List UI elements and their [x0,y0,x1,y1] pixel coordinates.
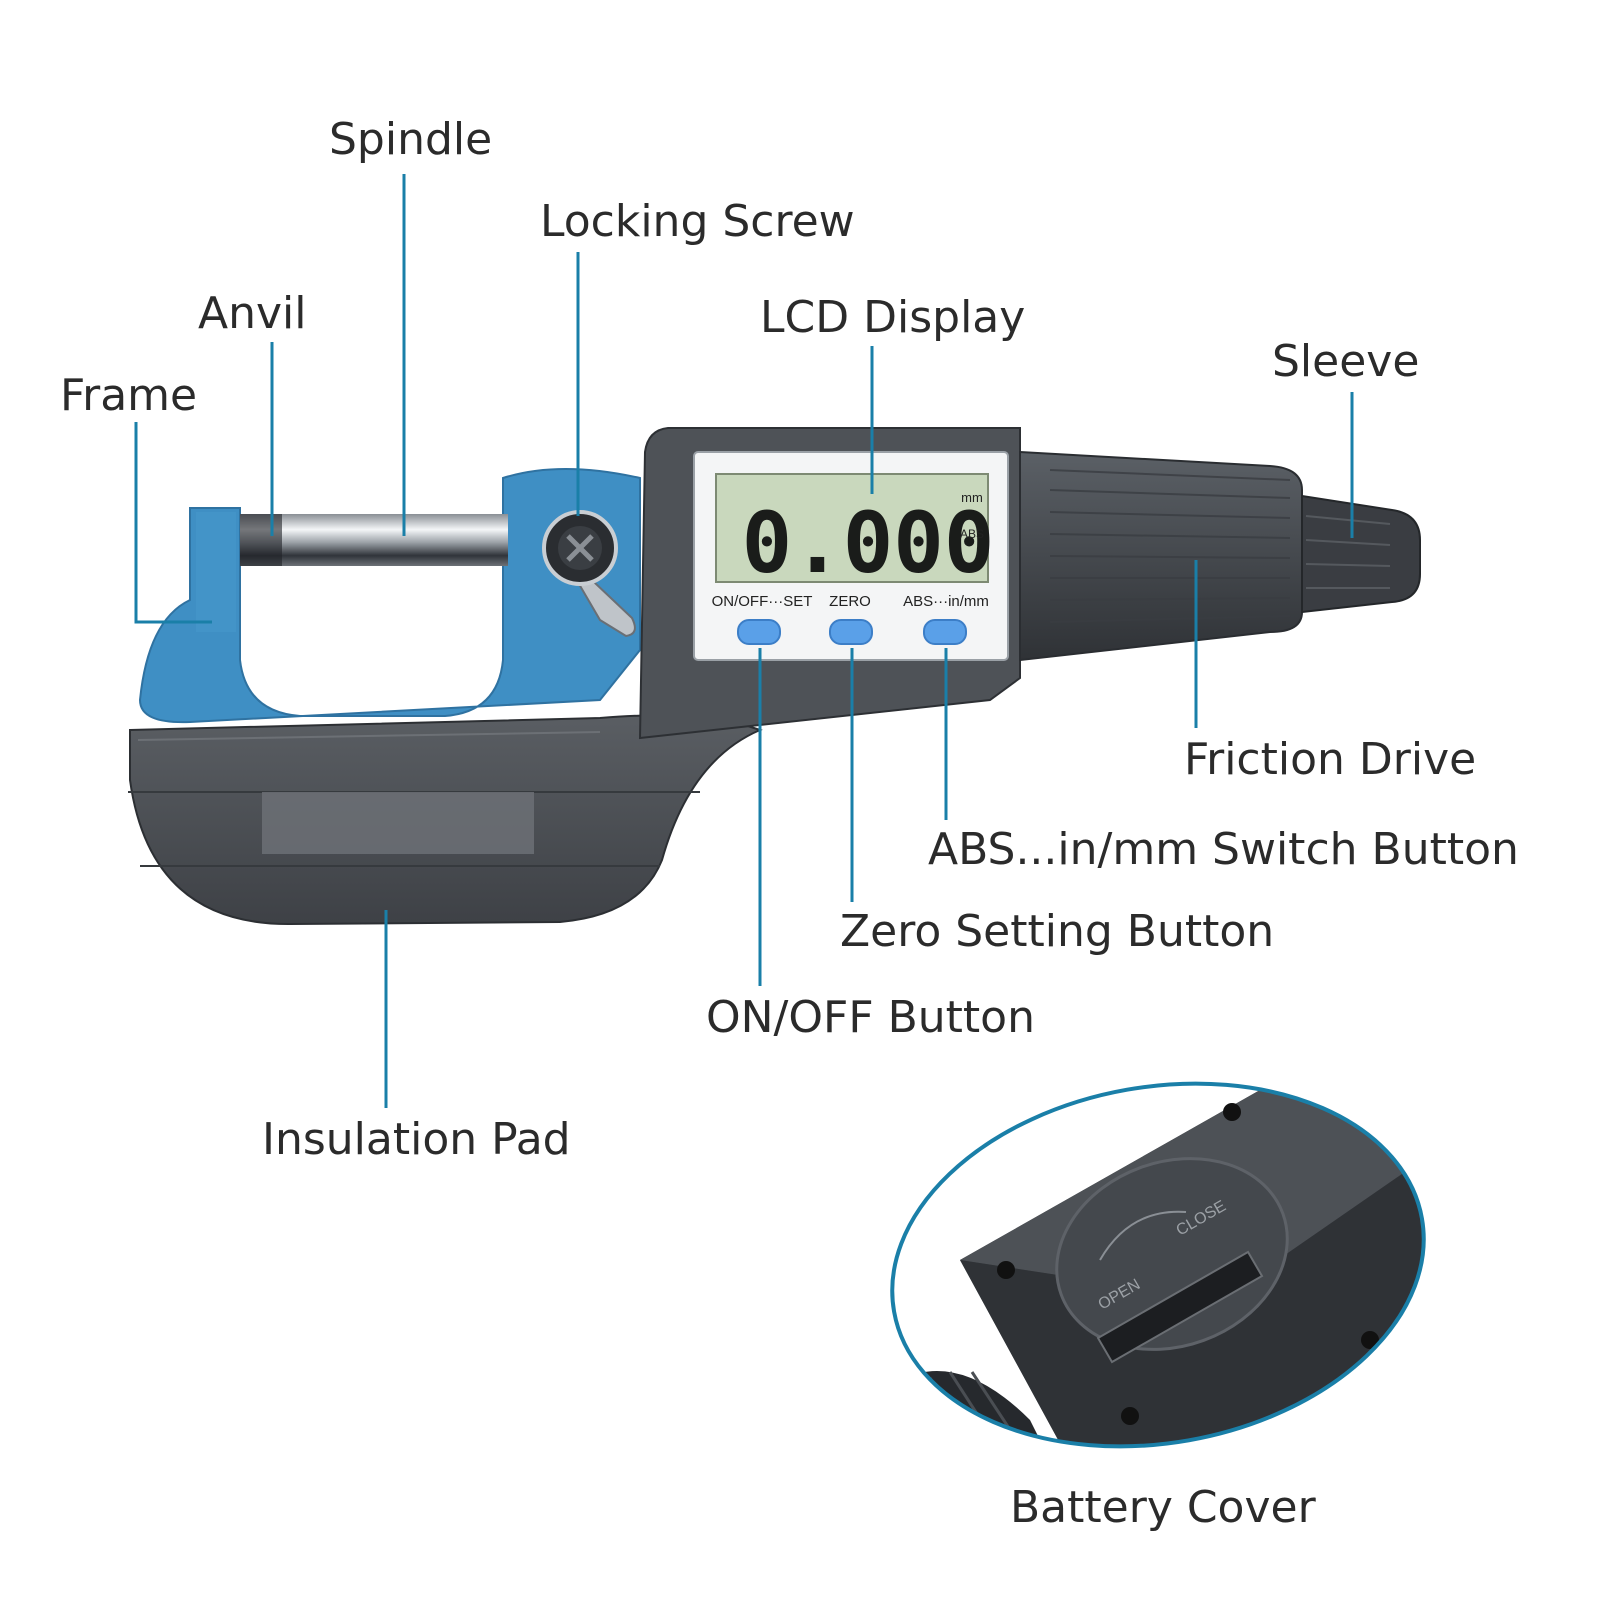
sleeve-ratchet [1301,494,1421,614]
insulation-pad-plate [262,792,534,854]
label-friction-drive: Friction Drive [1184,734,1477,785]
label-insulation-pad: Insulation Pad [262,1114,571,1165]
label-spindle: Spindle [329,114,493,165]
label-locking-screw: Locking Screw [540,196,855,247]
battery-cover-disc [1055,1157,1289,1351]
sleeve-ridges [1305,515,1391,589]
label-lcd-display: LCD Display [760,292,1026,343]
label-anvil: Anvil [198,288,307,339]
screw-hole-3 [1361,1331,1379,1349]
blue-frame [138,468,641,724]
leader-frame [134,422,212,624]
zero-button[interactable] [829,619,873,645]
screw-hole-1 [1223,1103,1241,1121]
anvil-face [240,514,282,566]
label-sleeve: Sleeve [1272,336,1420,387]
label-abs-switch: ABS...in/mm Switch Button [928,824,1519,875]
button-label-abs: ABS···in/mm [903,593,989,610]
button-label-zero: ZERO [829,593,871,610]
on-off-button[interactable] [737,619,781,645]
spindle-rod [240,514,508,566]
locking-screw [542,510,636,638]
thimble-knurling [1049,469,1291,623]
screw-hole-4 [1121,1407,1139,1425]
label-zero-setting: Zero Setting Button [840,906,1275,957]
pad-edge-highlight [137,731,601,741]
label-on-off: ON/OFF Button [706,992,1035,1043]
leader-lines [134,174,1354,1108]
screw-hole-2 [997,1261,1015,1279]
label-battery-cover: Battery Cover [1010,1482,1316,1533]
button-label-onoff: ON/OFF···SET [712,593,813,610]
lcd-reading: 0.000 [742,494,995,592]
micrometer-illustration: 0.000 mm ABS ON/OFF···SET ZERO ABS···in/… [128,427,1421,926]
label-frame: Frame [60,370,198,421]
abs-switch-button[interactable] [923,619,967,645]
lcd-mode: ABS [960,527,984,541]
battery-cover-inset: OPEN CLOSE [863,1060,1453,1480]
lcd-unit: mm [961,490,983,505]
frame-highlight [196,512,236,632]
lcd-screen [715,473,989,583]
battery-cover-slot [1096,1250,1264,1364]
inset-outline [890,1081,1426,1449]
battery-rotate-arrow [1099,1210,1187,1261]
